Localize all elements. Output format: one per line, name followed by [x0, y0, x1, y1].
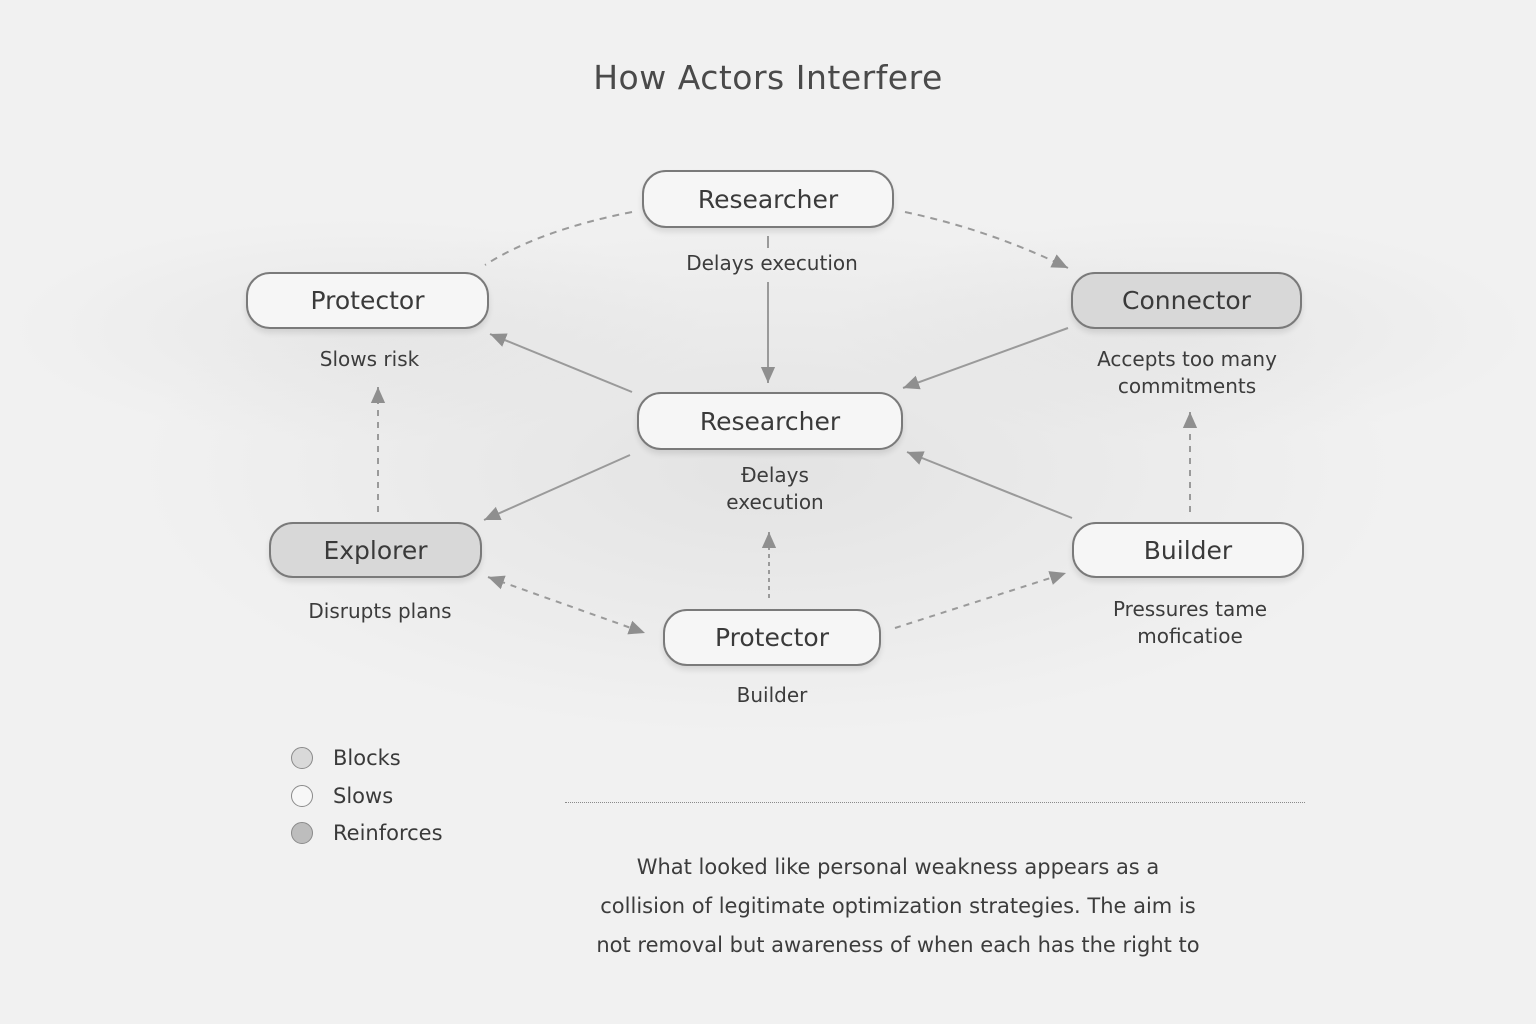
summary-paragraph: What looked like personal weakness appea… [468, 848, 1328, 965]
caption-connector-line-2: commitments [1117, 374, 1257, 398]
edge-builder-to-center [906, 451, 1073, 519]
legend-item-blocks: Blocks [291, 746, 401, 770]
node-protector-bottom[interactable]: Protector [663, 609, 881, 666]
legend-item-reinforces: Reinforces [291, 821, 443, 845]
edge-connector-to-center [902, 327, 1069, 390]
legend-blocks-label: Blocks [333, 746, 401, 770]
caption-connector-line-1: Accepts too many [1097, 347, 1277, 371]
node-explorer[interactable]: Explorer [269, 522, 482, 578]
edge-researcher-top-to-connector [904, 211, 1069, 269]
node-researcher-center[interactable]: Researcher [637, 392, 903, 450]
legend-slows-label: Slows [333, 784, 394, 808]
divider-line [565, 802, 1305, 803]
caption-builder-line-1: Pressures tame [1112, 597, 1268, 621]
node-researcher-top[interactable]: Researcher [642, 170, 894, 228]
caption-researcher-center: Đelays execution [670, 462, 880, 516]
summary-line-3: not removal but awareness of when each h… [596, 933, 1200, 957]
diagram-title: How Actors Interfere [593, 58, 943, 97]
node-protector-left[interactable]: Protector [246, 272, 489, 329]
caption-researcher-center-line-2: execution [726, 490, 824, 514]
node-builder[interactable]: Builder [1072, 522, 1304, 578]
legend-reinforces-swatch-icon [291, 822, 313, 844]
legend-slows-swatch-icon [291, 785, 313, 807]
caption-protector-left: Slows risk [319, 347, 420, 371]
legend-item-slows: Slows [291, 784, 393, 808]
node-connector[interactable]: Connector [1071, 272, 1302, 329]
caption-builder-line-2: moficatioe [1137, 624, 1243, 648]
legend-blocks-swatch-icon [291, 747, 313, 769]
edge-protector-bottom-to-builder [894, 571, 1067, 629]
edge-explorer-protector-bottom [487, 575, 646, 635]
edge-researcher-top-to-protector-left [484, 211, 633, 266]
caption-researcher-top: Delays execution [686, 251, 858, 275]
legend-reinforces-label: Reinforces [333, 821, 443, 845]
summary-line-2: collision of legitimate optimization str… [600, 894, 1196, 918]
caption-researcher-center-line-1: Đelays [741, 463, 809, 487]
summary-line-1: What looked like personal weakness appea… [636, 855, 1160, 879]
caption-builder: Pressures tame moficatioe [1070, 596, 1310, 650]
caption-protector-bottom: Builder [736, 683, 808, 707]
edge-center-to-protector-left [489, 333, 633, 393]
caption-explorer: Disrupts plans [308, 599, 452, 623]
edge-center-to-explorer [483, 454, 631, 521]
caption-connector: Accepts too many commitments [1046, 346, 1328, 400]
